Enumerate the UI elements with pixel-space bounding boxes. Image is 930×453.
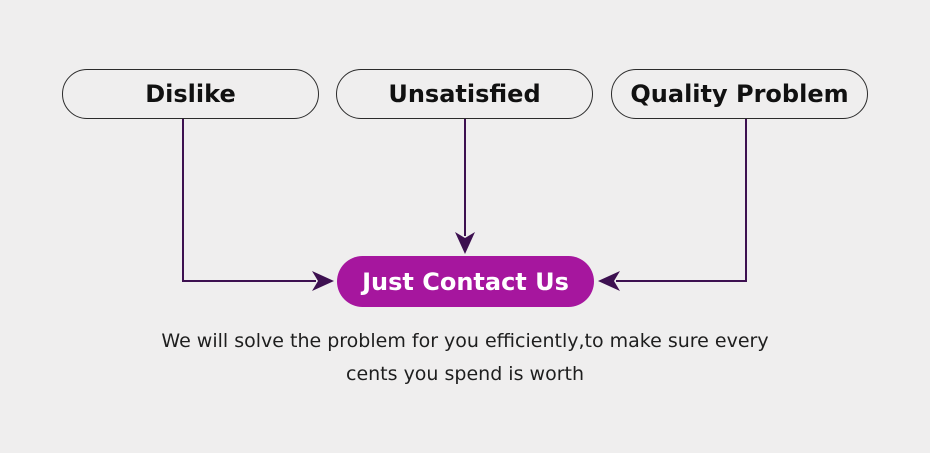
reason-quality-problem: Quality Problem (611, 69, 868, 119)
reason-dislike: Dislike (62, 69, 319, 119)
arrowhead-unsatisfied (455, 232, 475, 254)
caption-line-2: cents you spend is worth (346, 363, 584, 385)
reason-quality-problem-label: Quality Problem (630, 80, 849, 108)
arrowhead-quality (598, 271, 620, 291)
contact-us-label: Just Contact Us (362, 267, 569, 296)
connector-quality (616, 119, 747, 282)
contact-us-button[interactable]: Just Contact Us (337, 256, 594, 307)
reason-dislike-label: Dislike (145, 80, 236, 108)
arrowhead-dislike (312, 271, 334, 291)
connector-dislike (182, 119, 316, 282)
reason-unsatisfied: Unsatisfied (336, 69, 593, 119)
caption-line-1: We will solve the problem for you effici… (161, 330, 769, 352)
caption-text: We will solve the problem for you effici… (115, 325, 815, 391)
reason-unsatisfied-label: Unsatisfied (388, 80, 541, 108)
